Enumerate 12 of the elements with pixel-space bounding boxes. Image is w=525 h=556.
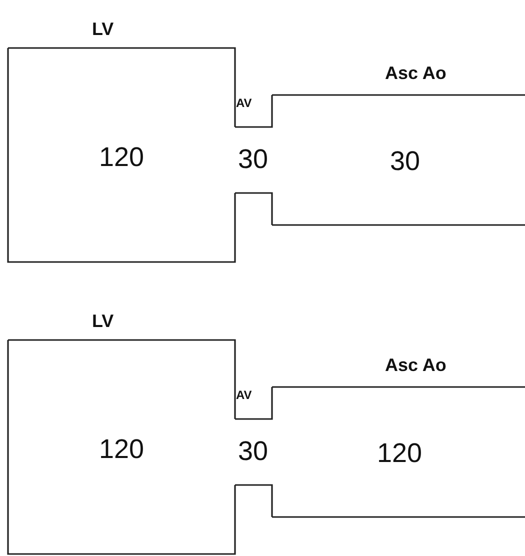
pressure-value: 120 (99, 143, 144, 173)
pressure-value: 120 (99, 435, 144, 465)
pressure-value: 30 (238, 145, 268, 175)
pressure-value: 120 (377, 439, 422, 469)
section-label: LV (92, 312, 114, 332)
section-label: LV (92, 20, 114, 40)
section-label: AV (236, 97, 252, 110)
pressure-value: 30 (390, 147, 420, 177)
section-label: Asc Ao (385, 356, 446, 376)
section-label: AV (236, 389, 252, 402)
pressure-value: 30 (238, 437, 268, 467)
section-label: Asc Ao (385, 64, 446, 84)
